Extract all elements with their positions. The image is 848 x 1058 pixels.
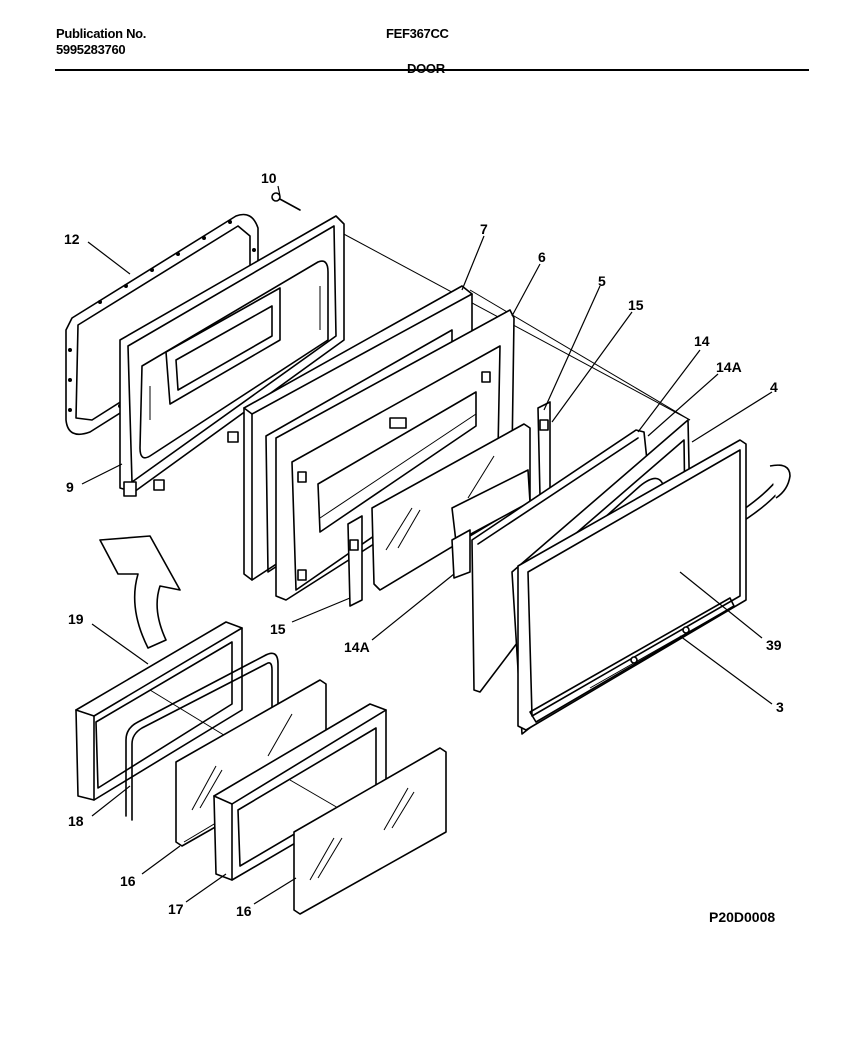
callout-5: 5 — [598, 273, 606, 289]
part-18-seal — [125, 652, 279, 821]
callout-9: 9 — [66, 479, 74, 495]
callout-17: 17 — [168, 901, 184, 917]
part-6-inner-panel — [275, 309, 515, 601]
callout-15-upper: 15 — [628, 297, 644, 313]
callout-10: 10 — [261, 170, 277, 186]
part-10-screw — [271, 192, 301, 211]
part-15-bracket-right — [537, 401, 551, 497]
callout-12: 12 — [64, 231, 80, 247]
publication-label: Publication No. — [56, 26, 147, 41]
callout-7: 7 — [480, 221, 488, 237]
diagram-code: P20D0008 — [709, 909, 775, 925]
model-number: FEF367CC — [386, 26, 449, 41]
publication-number: 5995283760 — [56, 42, 126, 57]
callout-leaders — [81, 185, 773, 905]
callout-6: 6 — [538, 249, 546, 265]
callout-15-lower: 15 — [270, 621, 286, 637]
callout-labels: 10 12 9 7 6 5 15 14 14A 4 15 14A 39 3 19… — [64, 170, 784, 919]
part-9-inner-door-liner — [119, 215, 345, 497]
callout-14A-lower: 14A — [344, 639, 370, 655]
callout-16-upper: 16 — [120, 873, 136, 889]
part-15-bracket-left — [347, 515, 363, 607]
callout-14A-upper: 14A — [716, 359, 742, 375]
section-title: DOOR — [407, 61, 445, 76]
assembly-direction-arrow — [99, 535, 181, 649]
callout-16-lower: 16 — [236, 903, 252, 919]
callout-14: 14 — [694, 333, 710, 349]
part-16-glass-lower — [293, 747, 447, 915]
part-14A-spacer-lower — [451, 529, 471, 579]
callout-19: 19 — [68, 611, 84, 627]
part-3-vent-trim — [517, 439, 747, 731]
callout-39: 39 — [766, 637, 782, 653]
callout-4: 4 — [770, 379, 778, 395]
callout-3: 3 — [776, 699, 784, 715]
callout-18: 18 — [68, 813, 84, 829]
header-rule — [55, 69, 809, 71]
